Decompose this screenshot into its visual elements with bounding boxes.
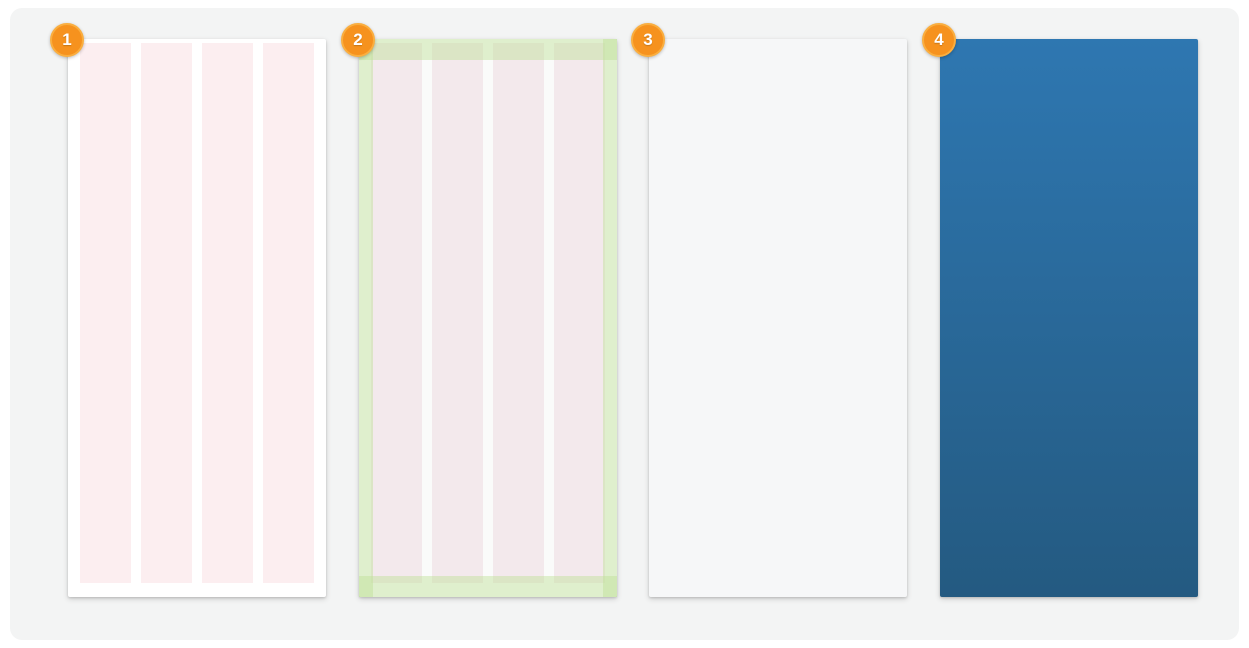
grid-column [202,43,253,583]
grid-column [80,43,131,583]
grid-column [263,43,314,583]
margin-overlay-bottom [359,576,617,597]
margin-overlay-left [359,39,373,597]
step-badge-1: 1 [50,23,84,57]
panel-columns-grid [68,39,326,597]
panel-columns-with-margins [359,39,617,597]
grid-column [554,43,605,583]
step-badge-3: 3 [631,23,665,57]
grid-column [371,43,422,583]
step-badge-4: 4 [922,23,956,57]
grid-column [432,43,483,583]
column-grid [80,43,314,583]
panel-filled [940,39,1198,597]
column-grid [371,43,605,583]
grid-column [141,43,192,583]
margin-overlay-right [603,39,617,597]
panel-empty [649,39,907,597]
grid-column [493,43,544,583]
step-badge-2: 2 [341,23,375,57]
margin-overlay-top [359,39,617,60]
